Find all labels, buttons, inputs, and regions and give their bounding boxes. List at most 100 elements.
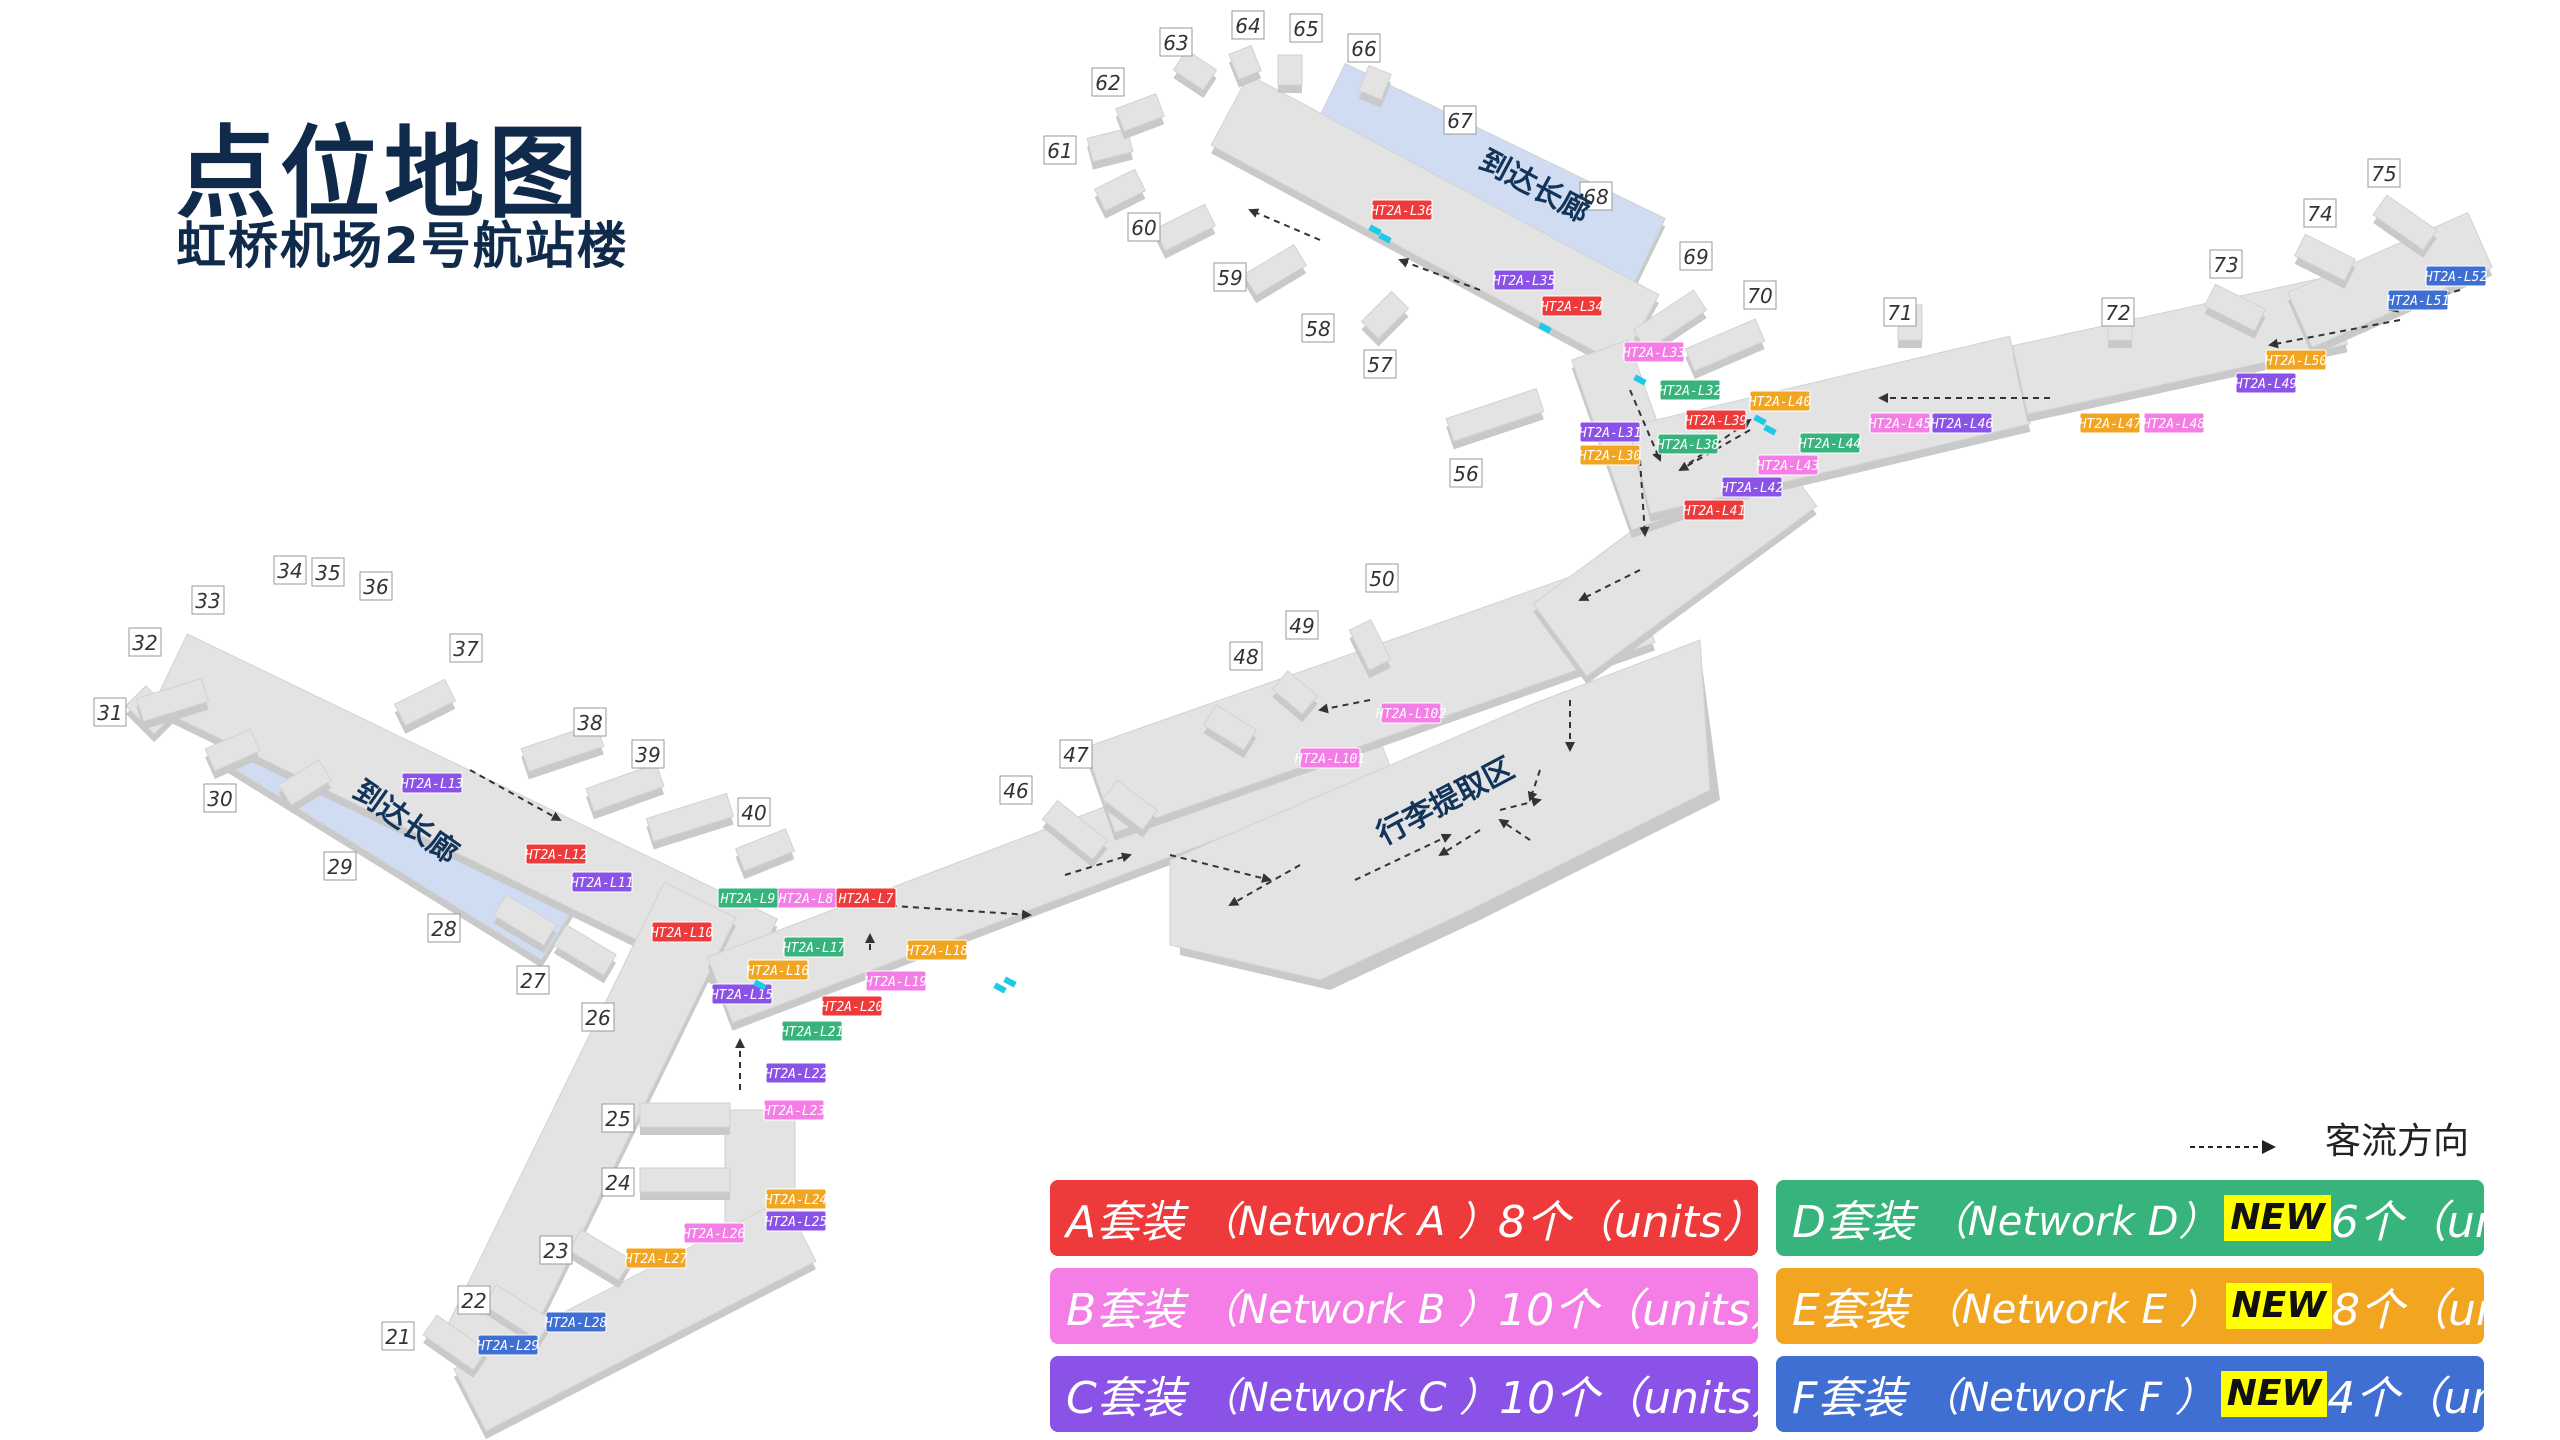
point-marker-label: HT2A-L28	[544, 1316, 608, 1331]
gate-number-label: 48	[1233, 645, 1258, 669]
point-marker-ht2a-l39[interactable]: HT2A-L39	[1684, 409, 1748, 431]
point-marker-box	[2425, 265, 2487, 287]
point-marker-ht2a-l12[interactable]: HT2A-L12	[524, 843, 588, 865]
flow-arrow-14	[1629, 389, 1662, 462]
point-marker-ht2a-l11[interactable]: HT2A-L11	[570, 871, 634, 893]
legend-network: （Network B ）	[1198, 1287, 1499, 1333]
legend-name: B套装	[1066, 1285, 1185, 1336]
device-marker-0	[1368, 224, 1382, 236]
point-marker-label: HT2A-L43	[1756, 459, 1820, 474]
gate-number-label: 33	[195, 589, 220, 613]
point-marker-ht2a-l8[interactable]: HT2A-L8	[775, 887, 837, 909]
point-marker-ht2a-l13[interactable]: HT2A-L13	[400, 772, 464, 794]
point-marker-ht2a-l19[interactable]: HT2A-L19	[864, 970, 928, 992]
point-marker-box	[1579, 421, 1641, 443]
point-marker-ht2a-l23[interactable]: HT2A-L23	[762, 1099, 826, 1121]
point-marker-label: HT2A-L32	[1658, 384, 1722, 399]
point-marker-box	[1299, 747, 1361, 769]
flow-arrow-19	[2268, 319, 2401, 349]
gate-finger-37	[2372, 194, 2438, 251]
gate-box	[601, 1167, 635, 1197]
gate-30: 30	[203, 783, 237, 813]
point-marker-ht2a-l24[interactable]: HT2A-L24	[764, 1188, 828, 1210]
legend-count: 10个（units）	[1498, 1285, 1795, 1336]
point-marker-box	[525, 843, 587, 865]
point-marker-ht2a-l35[interactable]: HT2A-L35	[1492, 269, 1556, 291]
point-marker-label: HT2A-L47	[2078, 417, 2142, 432]
point-marker-ht2a-l32[interactable]: HT2A-L32	[1658, 379, 1722, 401]
point-marker-ht2a-l43[interactable]: HT2A-L43	[1756, 454, 1820, 476]
gate-number-label: 50	[1369, 567, 1394, 591]
gate-box	[1229, 641, 1263, 671]
point-marker-ht2a-l33[interactable]: HT2A-L33	[1622, 341, 1686, 363]
west-pier	[151, 633, 779, 992]
point-marker-ht2a-l46[interactable]: HT2A-L46	[1930, 412, 1994, 434]
gate-68: 68	[1579, 181, 1613, 211]
gate-box	[457, 1285, 491, 1315]
point-marker-ht2a-l28[interactable]: HT2A-L28	[544, 1311, 608, 1333]
gate-box	[1285, 610, 1319, 640]
flow-arrow-11	[1318, 699, 1371, 714]
gate-59: 59	[1213, 262, 1247, 292]
point-marker-ht2a-l45[interactable]: HT2A-L45	[1868, 412, 1932, 434]
point-marker-ht2a-l9[interactable]: HT2A-L9	[717, 887, 779, 909]
gate-box	[1579, 181, 1613, 211]
point-marker-ht2a-l16[interactable]: HT2A-L16	[746, 959, 810, 981]
point-marker-ht2a-l22[interactable]: HT2A-L22	[764, 1062, 828, 1084]
point-marker-ht2a-l30[interactable]: HT2A-L30	[1578, 444, 1642, 466]
gate-box	[573, 707, 607, 737]
gate-number-label: 67	[1447, 109, 1473, 133]
point-marker-ht2a-l34[interactable]: HT2A-L34	[1540, 295, 1604, 317]
gate-box	[1127, 212, 1161, 242]
point-marker-ht2a-l52[interactable]: HT2A-L52	[2424, 265, 2488, 287]
gate-box	[1363, 349, 1397, 379]
gate-box	[1043, 135, 1077, 165]
point-marker-box	[1799, 432, 1861, 454]
point-marker-ht2a-l29[interactable]: HT2A-L29	[476, 1334, 540, 1356]
gate-38: 38	[573, 707, 607, 737]
point-marker-ht2a-l101[interactable]: HT2A-L101	[1294, 747, 1365, 769]
point-marker-ht2a-l31[interactable]: HT2A-L31	[1578, 421, 1642, 443]
gate-box	[359, 571, 393, 601]
point-marker-ht2a-l41[interactable]: HT2A-L41	[1682, 499, 1746, 521]
point-marker-ht2a-l17[interactable]: HT2A-L17	[782, 936, 846, 958]
point-marker-ht2a-l49[interactable]: HT2A-L49	[2234, 372, 2298, 394]
point-marker-ht2a-l44[interactable]: HT2A-L44	[1798, 432, 1862, 454]
device-marker-1	[1378, 232, 1392, 244]
point-marker-box	[1757, 454, 1819, 476]
gate-number-label: 25	[605, 1107, 630, 1131]
point-marker-ht2a-l40[interactable]: HT2A-L40	[1748, 390, 1812, 412]
point-marker-ht2a-l7[interactable]: HT2A-L7	[835, 887, 897, 909]
point-marker-ht2a-l26[interactable]: HT2A-L26	[682, 1222, 746, 1244]
point-marker-ht2a-l36[interactable]: HT2A-L36	[1370, 199, 1434, 221]
point-marker-ht2a-l18[interactable]: HT2A-L18	[905, 939, 969, 961]
point-marker-ht2a-l50[interactable]: HT2A-L50	[2264, 349, 2328, 371]
device-marker-6	[993, 982, 1007, 994]
point-marker-ht2a-l42[interactable]: HT2A-L42	[1720, 476, 1784, 498]
point-marker-ht2a-l102[interactable]: HT2A-L102	[1375, 702, 1447, 724]
point-marker-ht2a-l27[interactable]: HT2A-L27	[624, 1247, 688, 1269]
point-marker-ht2a-l51[interactable]: HT2A-L51	[2386, 289, 2450, 311]
gate-number-label: 38	[577, 711, 602, 735]
point-marker-box	[651, 921, 713, 943]
gate-number-label: 21	[385, 1325, 410, 1349]
flow-arrow-17	[1398, 258, 1481, 291]
point-marker-ht2a-l20[interactable]: HT2A-L20	[820, 995, 884, 1017]
point-marker-ht2a-l47[interactable]: HT2A-L47	[2078, 412, 2142, 434]
gate-finger-26	[1115, 93, 1165, 132]
gate-21: 21	[381, 1321, 415, 1351]
gate-box	[999, 775, 1033, 805]
point-marker-ht2a-l38[interactable]: HT2A-L38	[1656, 433, 1720, 455]
gate-box	[1159, 27, 1193, 57]
gate-finger-16	[1102, 779, 1158, 831]
point-marker-ht2a-l10[interactable]: HT2A-L10	[650, 921, 714, 943]
gate-number-label: 73	[2213, 253, 2238, 277]
point-marker-ht2a-l15[interactable]: HT2A-L15	[710, 983, 774, 1005]
point-marker-ht2a-l48[interactable]: HT2A-L48	[2142, 412, 2206, 434]
point-marker-ht2a-l25[interactable]: HT2A-L25	[764, 1210, 828, 1232]
point-marker-label: HT2A-L50	[2264, 354, 2328, 369]
point-marker-label: HT2A-L21	[780, 1025, 844, 1040]
gate-number-label: 64	[1235, 14, 1260, 38]
flow-arrow-icon	[2190, 1140, 2276, 1154]
point-marker-ht2a-l21[interactable]: HT2A-L21	[780, 1020, 844, 1042]
